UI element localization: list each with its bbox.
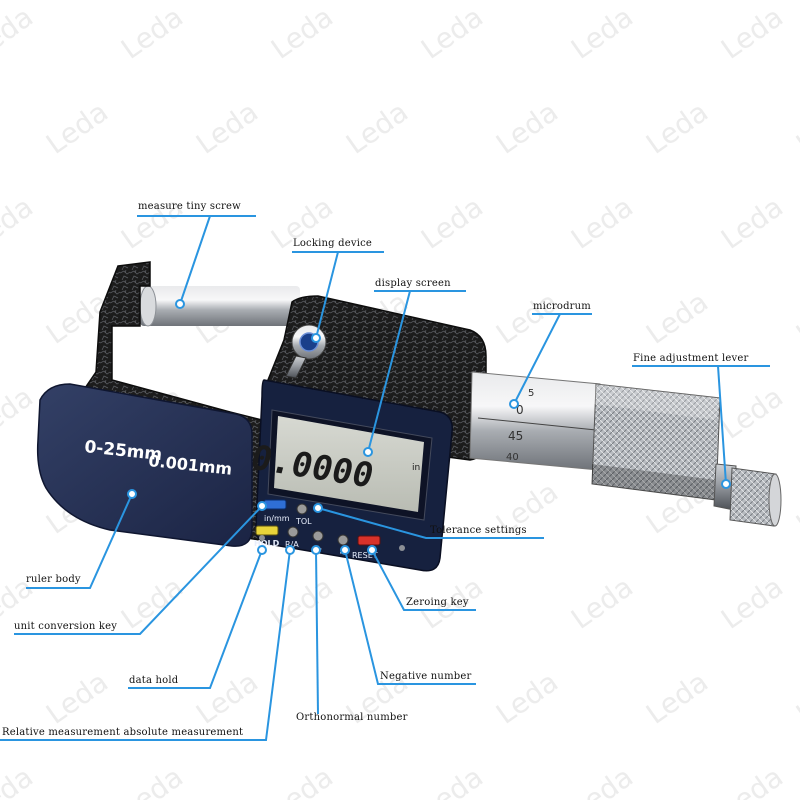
label-measure-tiny-screw: measure tiny screw	[138, 201, 241, 212]
watermark-text: Leda	[715, 380, 789, 446]
display-screen: 0.0000 in	[246, 409, 433, 521]
watermark-text: Leda	[565, 190, 639, 256]
callout-line-display-screen	[367, 290, 466, 453]
callout-line-unit-conversion	[14, 505, 263, 635]
watermark-text: Leda	[715, 570, 789, 636]
watermark-text: Leda	[115, 570, 189, 636]
svg-text:5: 5	[528, 388, 534, 399]
watermark-text: Leda	[640, 285, 714, 351]
watermark-text: Leda	[790, 475, 800, 541]
watermark-text: Leda	[640, 665, 714, 731]
watermark-text: Leda	[415, 760, 489, 800]
callout-line-negative	[344, 549, 476, 685]
watermark-text: Leda	[265, 760, 339, 800]
watermark-text: Leda	[640, 95, 714, 161]
label-display-screen: display screen	[375, 278, 451, 289]
svg-text:HOLD: HOLD	[254, 539, 280, 548]
watermark-text: Leda	[115, 0, 189, 66]
watermark-text: Leda	[790, 285, 800, 351]
watermark-text: Leda	[415, 0, 489, 66]
watermark-text: Leda	[265, 0, 339, 66]
watermark-text: Leda	[715, 0, 789, 66]
svg-text:RESET: RESET	[352, 551, 378, 560]
svg-text:0: 0	[516, 403, 524, 417]
watermark-text: Leda	[265, 570, 339, 636]
watermark-text: Leda	[190, 665, 264, 731]
svg-text:TOL: TOL	[295, 517, 312, 526]
watermark-text: Leda	[115, 760, 189, 800]
label-negative-number: Negative number	[380, 671, 472, 682]
watermark-text: Leda	[40, 665, 114, 731]
svg-text:40: 40	[506, 452, 519, 463]
callout-line-relative-absolute	[0, 549, 291, 741]
label-relative-absolute: Relative measurement absolute measuremen…	[2, 727, 244, 738]
watermark-text: Leda	[565, 760, 639, 800]
callout-line-data-hold	[128, 549, 263, 689]
watermark-text: Leda	[0, 760, 39, 800]
callout-line-orthonormal	[315, 549, 319, 715]
label-unit-conversion-key: unit conversion key	[14, 621, 118, 632]
callout-line-measure-tiny-screw	[137, 215, 256, 305]
watermark-text: Leda	[40, 95, 114, 161]
label-tolerance-settings: Tolerance settings	[430, 525, 527, 536]
watermark-text: Leda	[565, 570, 639, 636]
spindle-tip	[139, 285, 157, 327]
label-zeroing-key: Zeroing key	[406, 597, 469, 608]
watermark-text: Leda	[565, 0, 639, 66]
watermark-text: Leda	[115, 190, 189, 256]
svg-text:in/mm: in/mm	[264, 514, 290, 523]
panel-screw	[399, 545, 405, 551]
watermark-text: Leda	[190, 95, 264, 161]
watermark-text: Leda	[0, 190, 39, 256]
spindle	[140, 286, 300, 326]
callout-line-zeroing	[371, 549, 476, 611]
callout-line-microdrum	[513, 313, 592, 405]
label-data-hold: data hold	[129, 675, 179, 686]
watermark-text: Leda	[490, 285, 564, 351]
microdrum[interactable]: 5 0 45 40	[469, 371, 601, 471]
watermark-text: Leda	[715, 760, 789, 800]
watermark-text: Leda	[0, 380, 39, 446]
callout-line-ruler-body	[26, 493, 133, 589]
button-hold[interactable]: HOLD	[254, 525, 280, 548]
watermark-text: Leda	[0, 0, 39, 66]
label-orthonormal-number: Orthonormal number	[296, 712, 408, 723]
watermark-text: Leda	[790, 95, 800, 161]
panel-screw	[259, 535, 265, 541]
fine-adjustment-lever[interactable]	[713, 463, 782, 527]
watermark-text: Leda	[415, 190, 489, 256]
svg-text:45: 45	[508, 429, 523, 443]
label-locking-device: Locking device	[293, 238, 373, 249]
callout-dots	[127, 299, 731, 555]
display-unit: in	[412, 463, 420, 473]
callout-line-tolerance	[317, 507, 544, 539]
watermark-text: Leda	[715, 190, 789, 256]
callout-line-fine-adjustment	[632, 365, 770, 485]
ruler-body	[36, 383, 253, 547]
callout-line-locking-device	[292, 251, 384, 339]
watermark-text: Leda	[340, 95, 414, 161]
button-tol[interactable]: TOL	[295, 503, 312, 526]
watermark-text: Leda	[790, 665, 800, 731]
svg-text:R/A: R/A	[285, 540, 299, 549]
label-fine-adjustment-lever: Fine adjustment lever	[633, 353, 749, 364]
label-ruler-body: ruler body	[26, 574, 81, 585]
button-reset[interactable]: RESET	[352, 535, 381, 560]
watermark-text: Leda	[490, 665, 564, 731]
micrometer: 0-25mm 0.001mm 0.0000 in in	[36, 261, 782, 572]
callout-lines	[0, 215, 770, 741]
watermark-text: Leda	[490, 95, 564, 161]
label-microdrum: microdrum	[533, 301, 591, 312]
button-r-a[interactable]: R/A	[285, 526, 299, 549]
